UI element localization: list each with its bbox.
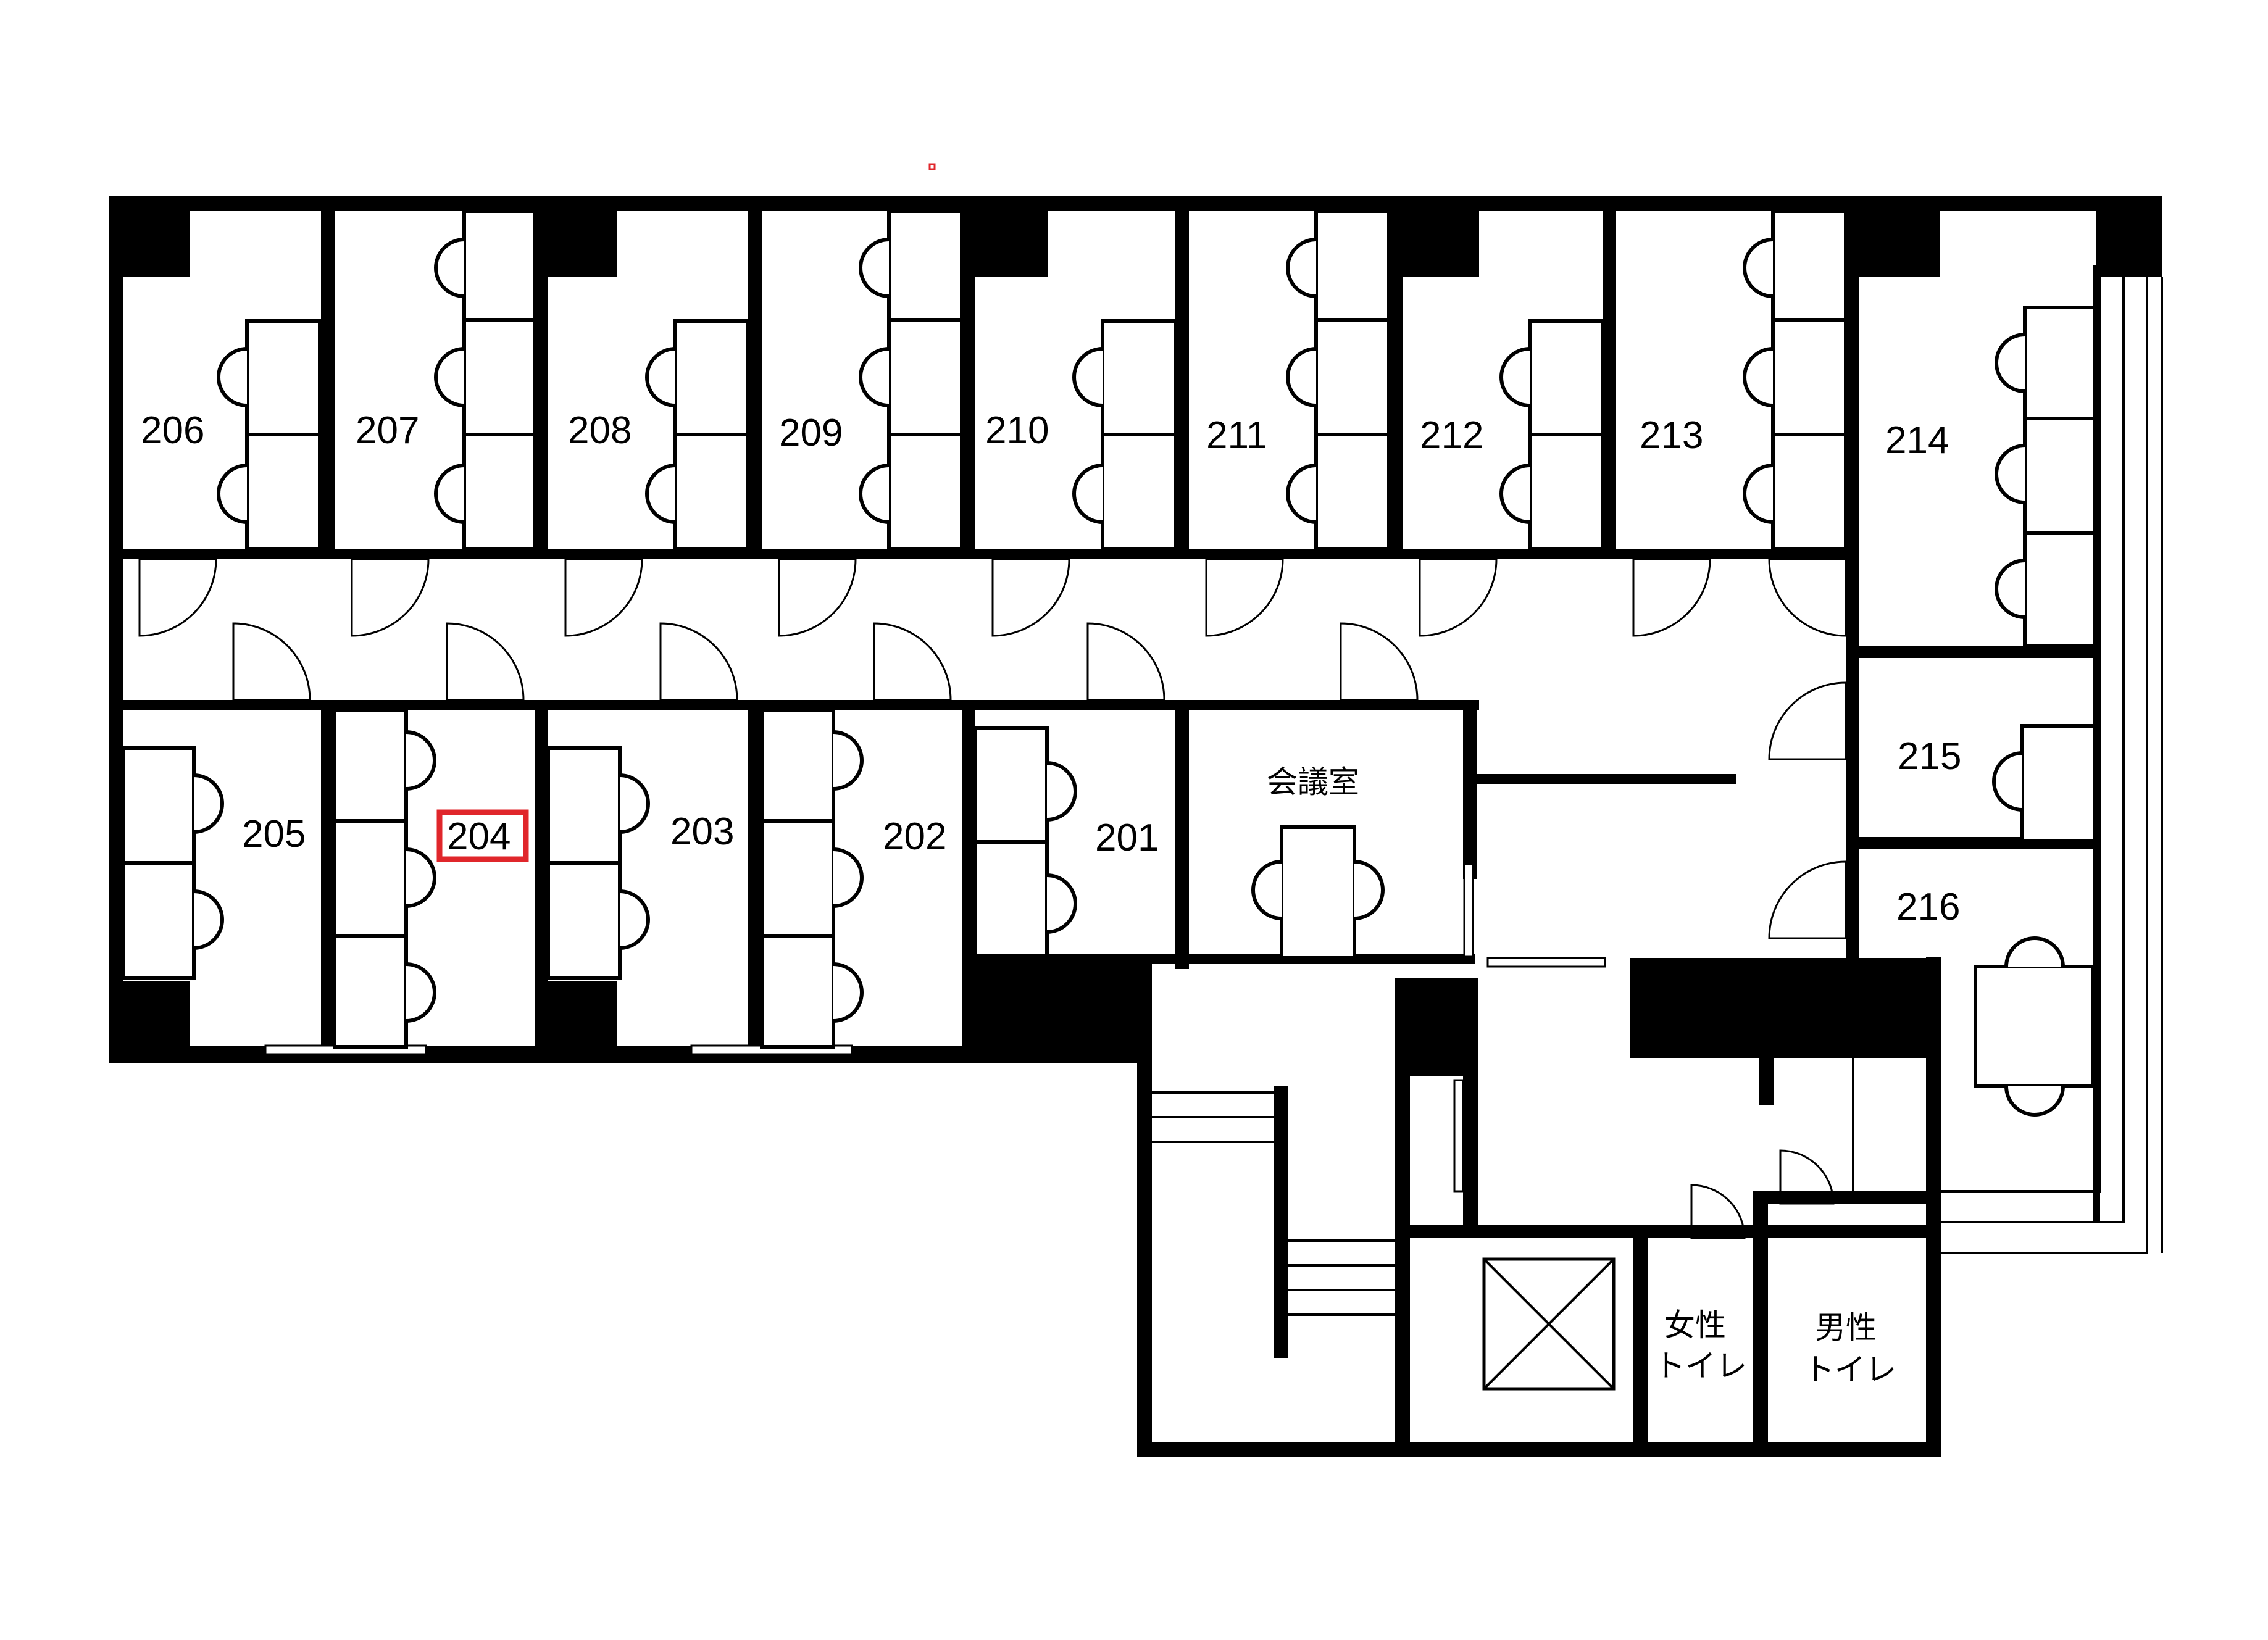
womens-restroom-label-line2: トイレ: [1654, 1349, 1747, 1383]
room-labels: 206 207 208 209 210 211 212 213 214 205 …: [141, 409, 1961, 1387]
room-label-201: 201: [1095, 817, 1159, 859]
room-204-highlight: [436, 809, 529, 862]
mens-restroom-label-line2: トイレ: [1804, 1352, 1896, 1387]
furniture-bottom: [122, 708, 2097, 1117]
room-label-203: 203: [670, 810, 734, 853]
womens-restroom-label-line1: 女性: [1664, 1308, 1726, 1342]
mens-restroom-label-line1: 男性: [1815, 1310, 1877, 1345]
room-label-212: 212: [1420, 414, 1483, 457]
room-label-213: 213: [1640, 414, 1703, 457]
top-row-walls: [109, 196, 1859, 653]
room-label-216: 216: [1896, 886, 1960, 928]
room-label-210: 210: [985, 409, 1049, 452]
exterior-lines: [1941, 277, 2163, 1254]
service-block: [1152, 978, 1938, 1457]
meeting-room-label: 会議室: [1267, 765, 1359, 799]
room-label-202: 202: [883, 815, 946, 858]
room-label-207: 207: [356, 409, 419, 452]
bottom-row-walls: [109, 265, 2100, 1222]
room-label-215: 215: [1898, 735, 1961, 778]
room-label-204: 204: [447, 815, 511, 858]
furniture-top: [217, 209, 2097, 647]
top-marker: [928, 163, 936, 170]
room-label-209: 209: [779, 412, 843, 454]
room-label-214: 214: [1885, 419, 1949, 462]
room-label-208: 208: [568, 409, 632, 452]
structural-columns: [109, 196, 1940, 1105]
room-label-206: 206: [141, 409, 204, 452]
room-label-205: 205: [242, 813, 306, 855]
doors: [138, 558, 1847, 1239]
room-label-211: 211: [1206, 414, 1267, 457]
